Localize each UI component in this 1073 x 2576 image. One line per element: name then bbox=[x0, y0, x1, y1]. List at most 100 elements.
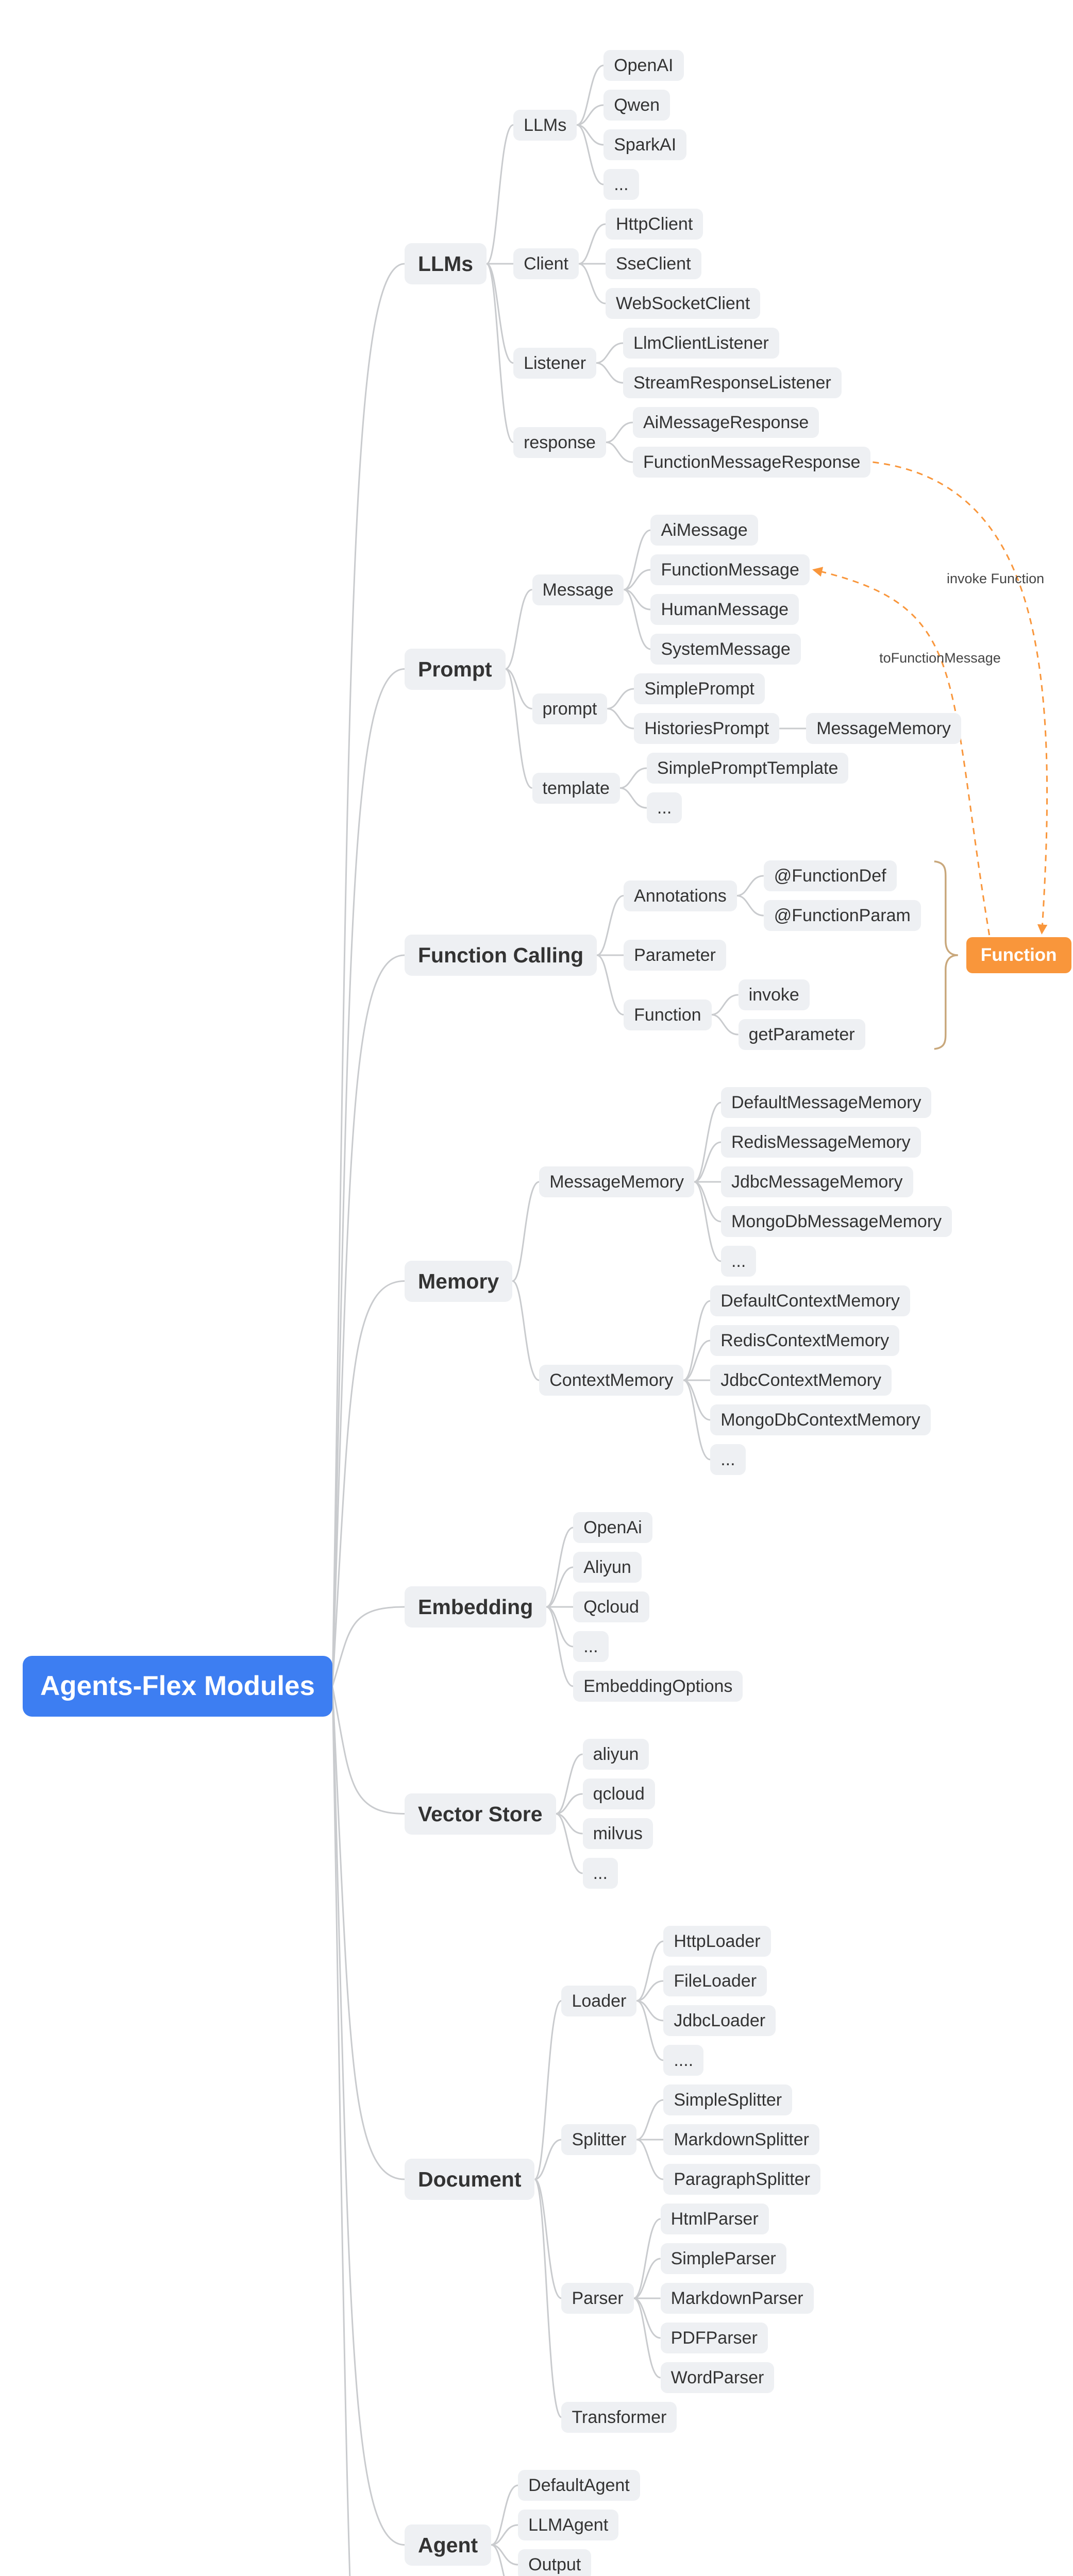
topic-messagememory[interactable]: MessageMemory bbox=[806, 713, 961, 744]
topic-prompt[interactable]: prompt bbox=[532, 693, 608, 724]
topic-parameter[interactable]: Parameter bbox=[624, 940, 726, 971]
topic-label: WordParser bbox=[670, 2368, 764, 2387]
topic-ellipsis[interactable]: ... bbox=[720, 1246, 757, 1277]
topic-function-calling[interactable]: Function Calling bbox=[405, 935, 597, 976]
topic-jdbcmessagememory[interactable]: JdbcMessageMemory bbox=[720, 1166, 913, 1197]
topic-annotations[interactable]: Annotations bbox=[624, 880, 737, 911]
topic-document[interactable]: Document bbox=[405, 2159, 535, 2200]
topic-vector-store[interactable]: Vector Store bbox=[405, 1793, 556, 1835]
topic-label: HistoriesPrompt bbox=[644, 719, 769, 738]
topic-agent[interactable]: Agent bbox=[405, 2524, 492, 2566]
topic-markdownparser[interactable]: MarkdownParser bbox=[660, 2283, 814, 2314]
topic-defaultcontextmemory[interactable]: DefaultContextMemory bbox=[710, 1285, 910, 1316]
topic-mongodbmessagememory[interactable]: MongoDbMessageMemory bbox=[720, 1206, 952, 1237]
topic-label: ContextMemory bbox=[549, 1370, 674, 1390]
topic-label: Client bbox=[524, 254, 568, 274]
topic-functionmessageresponse[interactable]: FunctionMessageResponse bbox=[632, 447, 871, 478]
topic-qcloud[interactable]: Qcloud bbox=[573, 1591, 649, 1622]
topic-aliyun[interactable]: aliyun bbox=[582, 1739, 649, 1770]
topic-contextmemory[interactable]: ContextMemory bbox=[539, 1365, 684, 1396]
topic-functionparam[interactable]: @FunctionParam bbox=[763, 900, 921, 931]
topic-ellipsis[interactable]: ... bbox=[603, 169, 639, 200]
topic-simpleprompttemplate[interactable]: SimplePromptTemplate bbox=[646, 753, 849, 784]
topic-embeddingoptions[interactable]: EmbeddingOptions bbox=[573, 1671, 743, 1702]
topic-historiesprompt[interactable]: HistoriesPrompt bbox=[634, 713, 780, 744]
topic-httploader[interactable]: HttpLoader bbox=[663, 1926, 771, 1957]
topic-paragraphsplitter[interactable]: ParagraphSplitter bbox=[663, 2164, 820, 2195]
topic-label: @FunctionDef bbox=[774, 866, 886, 886]
topic-fileloader[interactable]: FileLoader bbox=[663, 1965, 767, 1996]
topic-simplesplitter[interactable]: SimpleSplitter bbox=[663, 2084, 793, 2115]
topic-functiondef[interactable]: @FunctionDef bbox=[763, 860, 897, 891]
topic-jdbcloader[interactable]: JdbcLoader bbox=[663, 2005, 776, 2036]
topic-openai[interactable]: OpenAI bbox=[603, 50, 684, 81]
topic-ellipsis[interactable]: .... bbox=[663, 2045, 704, 2076]
topic-aimessage[interactable]: AiMessage bbox=[650, 515, 758, 546]
topic-template[interactable]: template bbox=[532, 772, 620, 804]
topic-getparameter[interactable]: getParameter bbox=[738, 1019, 865, 1050]
topic-response[interactable]: response bbox=[513, 427, 606, 458]
topic-qcloud[interactable]: qcloud bbox=[582, 1778, 655, 1809]
topic-label: ... bbox=[593, 1863, 608, 1883]
topic-streamresponselistener[interactable]: StreamResponseListener bbox=[623, 367, 842, 398]
topic-rediscontextmemory[interactable]: RedisContextMemory bbox=[710, 1325, 900, 1356]
topic-websocketclient[interactable]: WebSocketClient bbox=[606, 288, 761, 319]
topic-label: Loader bbox=[572, 1991, 627, 2011]
topic-label: getParameter bbox=[748, 1025, 855, 1044]
function-summary-topic[interactable]: Function bbox=[966, 937, 1071, 973]
topic-label: Aliyun bbox=[583, 1557, 631, 1577]
topic-parser[interactable]: Parser bbox=[561, 2283, 634, 2314]
topic-ellipsis[interactable]: ... bbox=[582, 1858, 618, 1889]
topic-transformer[interactable]: Transformer bbox=[561, 2402, 677, 2433]
topic-functionmessage[interactable]: FunctionMessage bbox=[650, 554, 810, 585]
topic-mongodbcontextmemory[interactable]: MongoDbContextMemory bbox=[710, 1404, 931, 1435]
topic-label: invoke bbox=[748, 985, 799, 1005]
topic-aimessageresponse[interactable]: AiMessageResponse bbox=[632, 407, 819, 438]
topic-loader[interactable]: Loader bbox=[561, 1985, 637, 2016]
topic-milvus[interactable]: milvus bbox=[582, 1818, 653, 1849]
topic-pdfparser[interactable]: PDFParser bbox=[660, 2323, 768, 2353]
topic-splitter[interactable]: Splitter bbox=[561, 2124, 637, 2155]
topic-label: Vector Store bbox=[418, 1802, 543, 1826]
topic-memory[interactable]: Memory bbox=[405, 1260, 513, 1302]
topic-llmclientlistener[interactable]: LlmClientListener bbox=[623, 328, 779, 359]
topic-invoke[interactable]: invoke bbox=[738, 979, 810, 1010]
topic-htmlparser[interactable]: HtmlParser bbox=[660, 2204, 769, 2234]
topic-messagememory[interactable]: MessageMemory bbox=[539, 1166, 694, 1197]
topic-simpleprompt[interactable]: SimplePrompt bbox=[634, 673, 765, 704]
topic-simpleparser[interactable]: SimpleParser bbox=[660, 2243, 786, 2274]
topic-humanmessage[interactable]: HumanMessage bbox=[650, 594, 799, 625]
topic-defaultagent[interactable]: DefaultAgent bbox=[518, 2470, 640, 2501]
topic-llms[interactable]: LLMs bbox=[405, 243, 487, 284]
topic-ellipsis[interactable]: ... bbox=[573, 1631, 609, 1662]
topic-jdbccontextmemory[interactable]: JdbcContextMemory bbox=[710, 1365, 892, 1396]
topic-label: qcloud bbox=[593, 1784, 645, 1804]
topic-label: Splitter bbox=[572, 2130, 627, 2149]
topic-redismessagememory[interactable]: RedisMessageMemory bbox=[720, 1127, 921, 1158]
topic-embedding[interactable]: Embedding bbox=[405, 1586, 547, 1628]
topic-sseclient[interactable]: SseClient bbox=[606, 248, 701, 279]
topic-client[interactable]: Client bbox=[513, 248, 579, 279]
topic-prompt[interactable]: Prompt bbox=[405, 648, 506, 690]
topic-ellipsis[interactable]: ... bbox=[646, 792, 682, 823]
topic-sparkai[interactable]: SparkAI bbox=[603, 129, 687, 160]
topic-systemmessage[interactable]: SystemMessage bbox=[650, 634, 801, 665]
topic-message[interactable]: Message bbox=[532, 574, 624, 605]
topic-listener[interactable]: Listener bbox=[513, 347, 597, 379]
topic-output[interactable]: Output bbox=[518, 2549, 592, 2576]
topic-httpclient[interactable]: HttpClient bbox=[606, 209, 703, 240]
topic-function[interactable]: Function bbox=[624, 999, 712, 1030]
topic-aliyun[interactable]: Aliyun bbox=[573, 1552, 642, 1583]
topic-label: JdbcMessageMemory bbox=[731, 1172, 903, 1192]
root-topic[interactable]: Agents-Flex Modules bbox=[23, 1656, 333, 1717]
topic-markdownsplitter[interactable]: MarkdownSplitter bbox=[663, 2124, 819, 2155]
topic-defaultmessagememory[interactable]: DefaultMessageMemory bbox=[720, 1087, 932, 1118]
topic-llmagent[interactable]: LLMAgent bbox=[518, 2510, 619, 2540]
topic-label: Function Calling bbox=[418, 943, 584, 967]
topic-qwen[interactable]: Qwen bbox=[603, 90, 670, 121]
topic-wordparser[interactable]: WordParser bbox=[660, 2362, 775, 2393]
topic-ellipsis[interactable]: ... bbox=[710, 1444, 746, 1475]
topic-llms[interactable]: LLMs bbox=[513, 109, 577, 141]
topic-openai[interactable]: OpenAi bbox=[573, 1512, 652, 1543]
